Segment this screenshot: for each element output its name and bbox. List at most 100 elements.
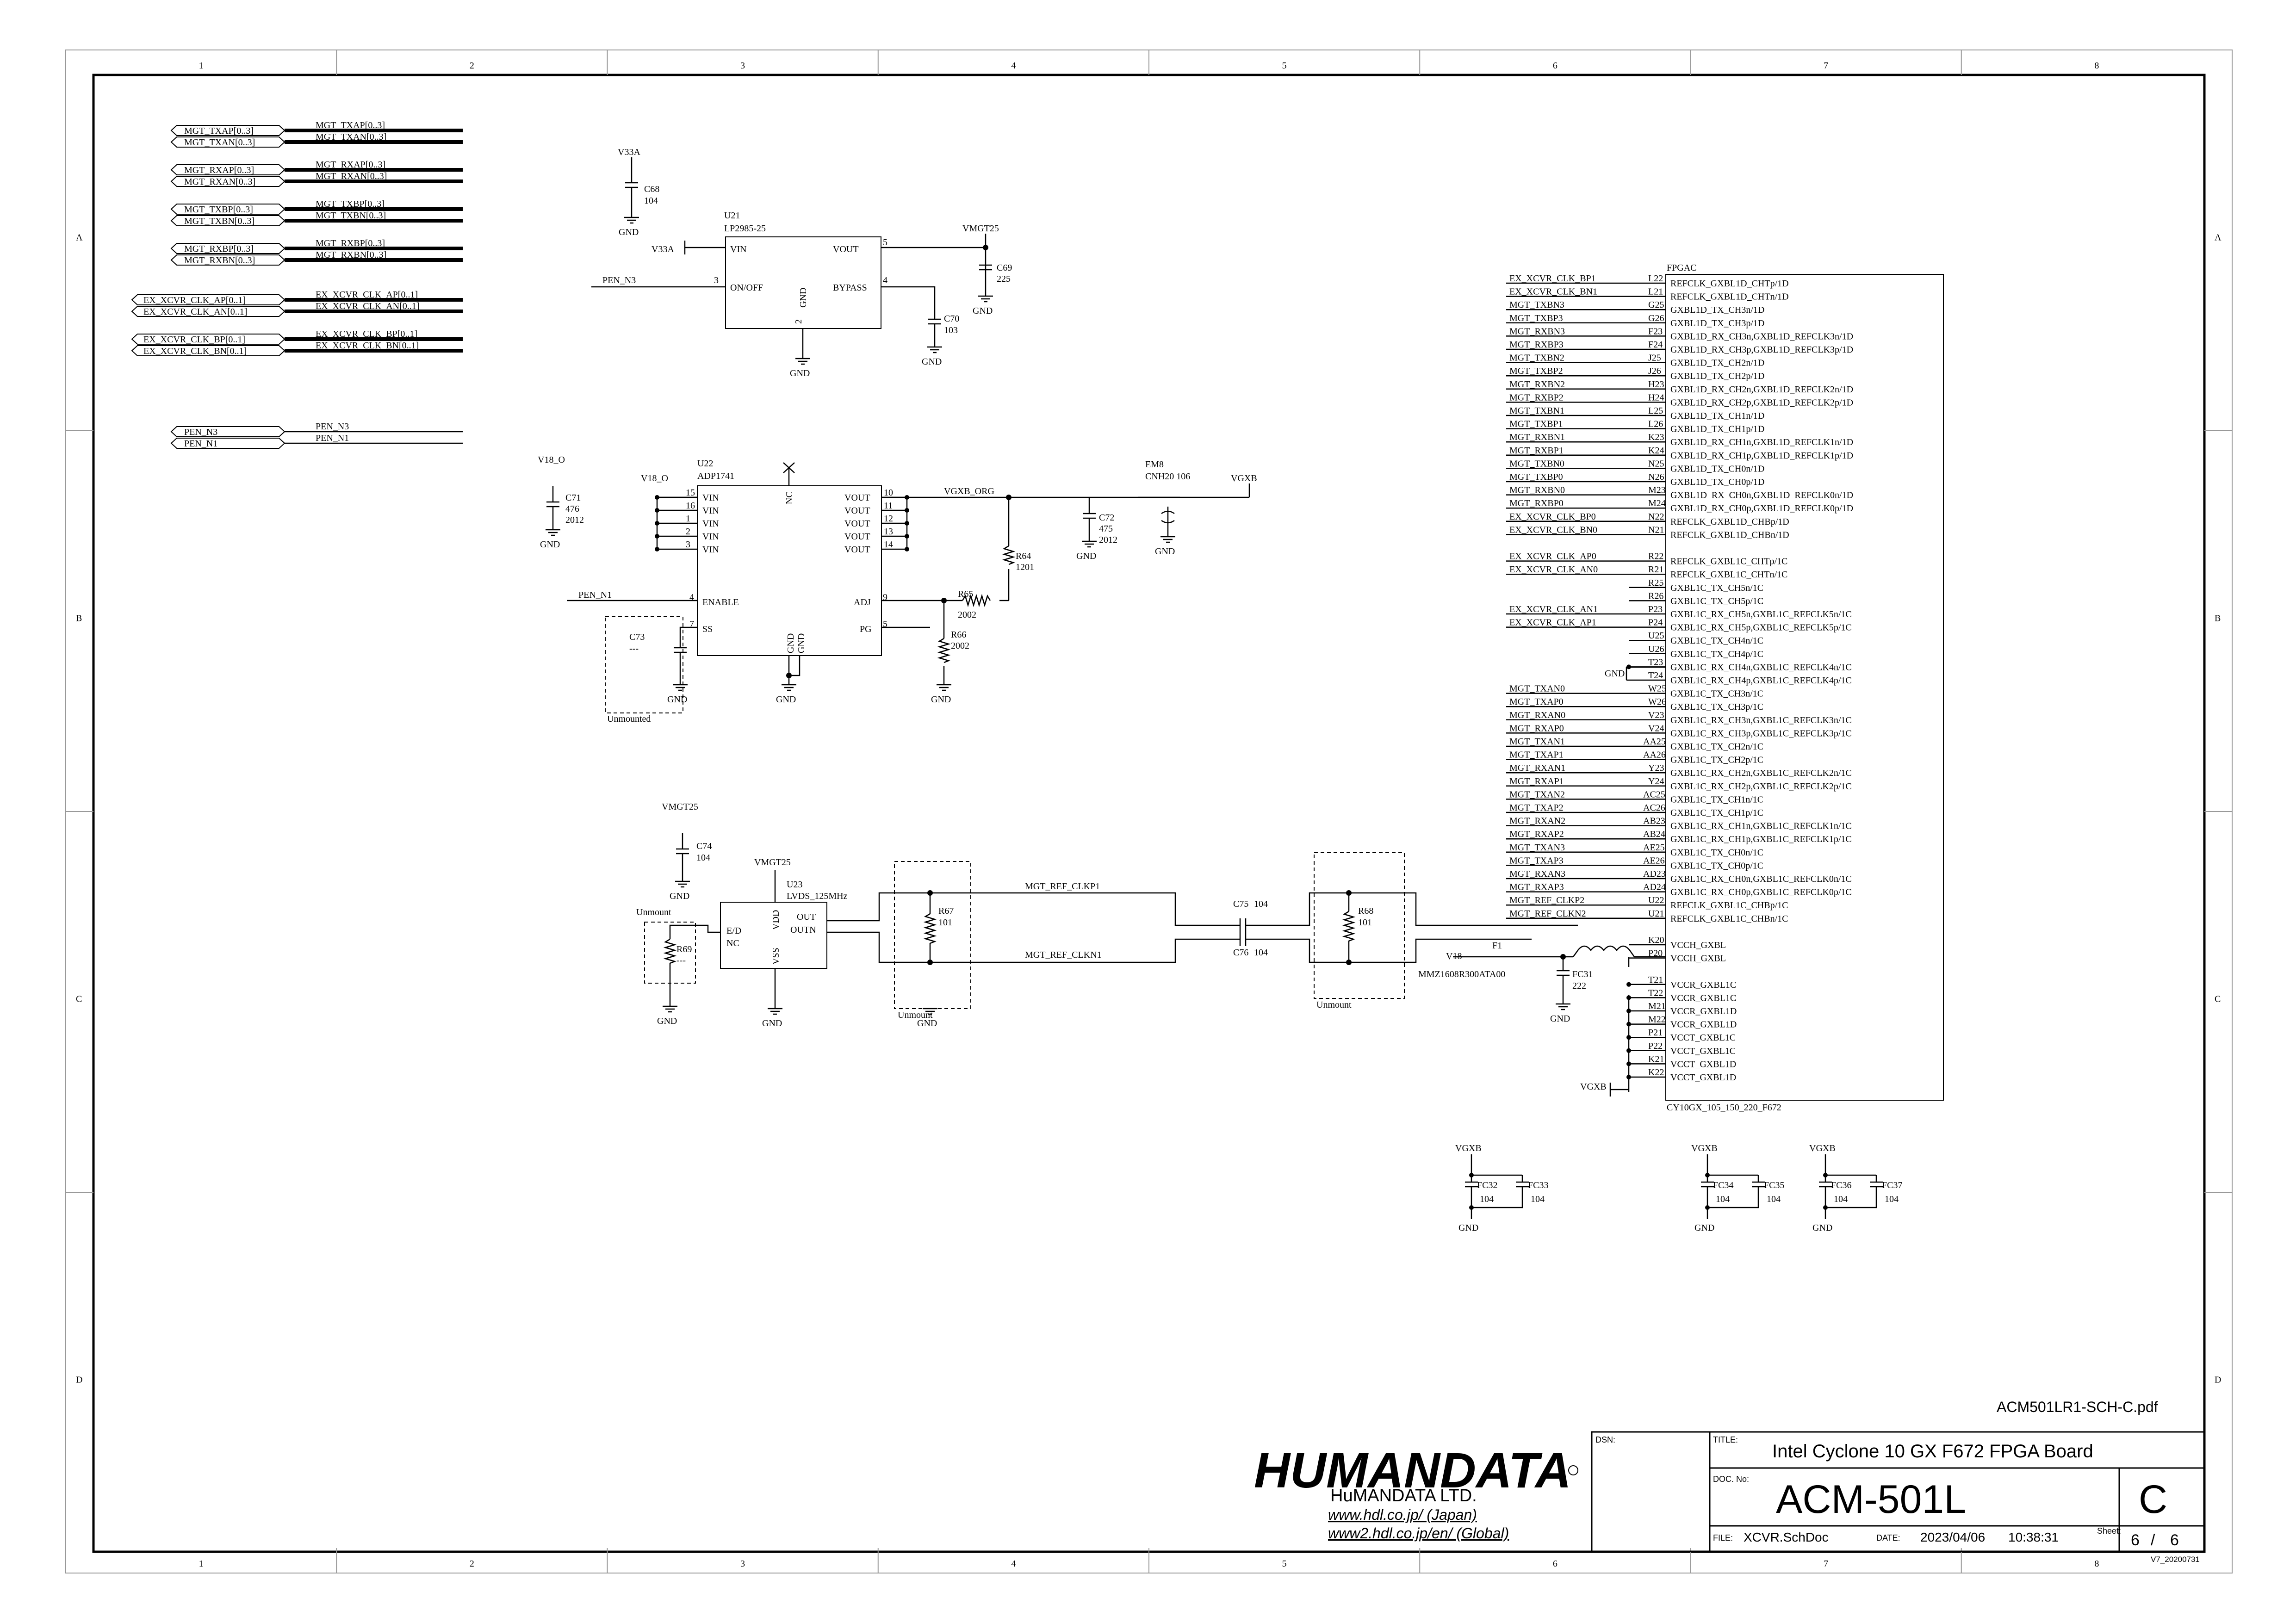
u22-right-pinname: VOUT xyxy=(844,519,870,529)
port-label: MGT_RXBN[0..3] xyxy=(184,255,255,266)
em8-net: VGXB xyxy=(1231,473,1257,483)
grid-col-top-4: 4 xyxy=(1011,61,1016,71)
f1-part: MMZ1608R300ATA00 xyxy=(1418,969,1505,979)
u22-left-pinnum: 16 xyxy=(686,501,695,511)
port-label: PEN_N1 xyxy=(184,439,217,449)
fpga-pin-name: GXBL1D_RX_CH3p,GXBL1D_REFCLK3p/1D xyxy=(1670,345,1853,355)
fpga-net-label: MGT_RXAN1 xyxy=(1509,763,1565,773)
u23-pin-nc: NC xyxy=(726,938,739,948)
decap-val: 104 xyxy=(1767,1194,1781,1204)
company-logo: HUMANDATA xyxy=(1254,1442,1571,1498)
fpga-pin-number: L25 xyxy=(1648,406,1663,416)
u21-ref: U21 xyxy=(724,211,740,221)
fpga-pin-number: T23 xyxy=(1648,657,1663,667)
fpga-pin-number: N22 xyxy=(1648,512,1664,522)
fpga-pin-name: GXBL1C_RX_CH2p,GXBL1C_REFCLK2p/1C xyxy=(1670,781,1852,792)
url-global[interactable]: www2.hdl.co.jp/en/ (Global) xyxy=(1328,1525,1509,1542)
decap-ref: FC35 xyxy=(1764,1180,1784,1190)
c75-ref: C75 xyxy=(1233,899,1248,909)
fpga-net-label: MGT_TXAN2 xyxy=(1509,789,1565,799)
fpga-pin-name: GXBL1D_TX_CH0p/1D xyxy=(1670,477,1764,487)
port-net-label: MGT_RXBN[0..3] xyxy=(316,250,386,260)
fpga-pin-number: V23 xyxy=(1648,710,1664,720)
decap-rail: VGXB xyxy=(1455,1143,1482,1153)
fpga-pin-name: REFCLK_GXBL1D_CHTp/1D xyxy=(1670,279,1789,289)
fpga-pin-number: P23 xyxy=(1648,604,1663,614)
grid-col-top-1: 1 xyxy=(199,61,204,71)
fpga-pin-number: K22 xyxy=(1648,1067,1664,1078)
u22-pinnum-adj: 9 xyxy=(883,592,887,602)
decap-ref: FC34 xyxy=(1713,1180,1733,1190)
fpga-net-label: MGT_RXAP1 xyxy=(1509,776,1564,787)
fpga-pin-name: GXBL1C_TX_CH5p/1C xyxy=(1670,596,1763,606)
fpga-pin-name: GXBL1C_RX_CH3n,GXBL1C_REFCLK3n/1C xyxy=(1670,715,1852,725)
fpga-net-label: MGT_TXAN0 xyxy=(1509,684,1565,694)
fpga-pin-name: GXBL1C_RX_CH0n,GXBL1C_REFCLK0n/1C xyxy=(1670,874,1852,884)
fpga-pin-name: GXBL1D_RX_CH0n,GXBL1D_REFCLK0n/1D xyxy=(1670,490,1853,501)
u22-pin-gnd-b: GND xyxy=(796,633,807,653)
fpga-pin-name: VCCT_GXBL1D xyxy=(1670,1059,1736,1069)
r66-val: 2002 xyxy=(951,641,969,651)
fpga-net-label: MGT_TXAP3 xyxy=(1509,855,1564,866)
port-label: MGT_TXAP[0..3] xyxy=(184,126,254,136)
fpga-net-label: MGT_RXBP0 xyxy=(1509,498,1564,508)
u23-oscillator: U23 LVDS_125MHz E/D NC OUT OUTN VSS VDD … xyxy=(636,802,1578,1020)
fpga-pin-name: GXBL1C_TX_CH5n/1C xyxy=(1670,583,1763,593)
gnd-label: GND xyxy=(657,1016,677,1026)
gnd-label: GND xyxy=(1550,1014,1570,1024)
fpga-pin-name: VCCR_GXBL1D xyxy=(1670,1020,1737,1030)
port-net-label: EX_XCVR_CLK_AP[0..1] xyxy=(316,290,418,300)
fc31-ref: FC31 xyxy=(1572,969,1593,979)
u21-pinnum-4: 4 xyxy=(883,275,887,285)
fpga-pin-name: GXBL1D_TX_CH2p/1D xyxy=(1670,371,1764,381)
fpga-pin-number: AD23 xyxy=(1643,869,1666,879)
fpga-pin-name: GXBL1C_RX_CH0p,GXBL1C_REFCLK0p/1C xyxy=(1670,887,1852,898)
port-net-label: EX_XCVR_CLK_AN[0..1] xyxy=(316,301,419,311)
fpga-net-label: EX_XCVR_CLK_BN1 xyxy=(1509,287,1597,297)
u22-pin-adj: ADJ xyxy=(854,597,871,607)
url-japan[interactable]: www.hdl.co.jp/ (Japan) xyxy=(1328,1506,1477,1523)
u21-pin-onoff: ON/OFF xyxy=(730,283,763,293)
gnd-label: GND xyxy=(1076,551,1096,561)
u23-pin-ed: E/D xyxy=(726,926,741,936)
fpga-pin-name: GXBL1C_RX_CH1p,GXBL1C_REFCLK1p/1C xyxy=(1670,834,1852,844)
fpga-pin-name: VCCR_GXBL1C xyxy=(1670,980,1736,990)
gnd-label: GND xyxy=(667,694,687,705)
r65-ref: R65 xyxy=(958,589,973,599)
c69-val: 225 xyxy=(997,274,1011,284)
fpga-net-label: MGT_RXBN0 xyxy=(1509,485,1565,496)
u23-ref: U23 xyxy=(787,880,802,890)
fpga-pin-number: M24 xyxy=(1648,498,1666,508)
c74-val: 104 xyxy=(696,853,710,863)
r69-ref: R69 xyxy=(676,944,692,954)
fpga-pin-name: REFCLK_GXBL1C_CHTp/1C xyxy=(1670,557,1787,567)
fpga-pin-name: GXBL1C_TX_CH3p/1C xyxy=(1670,702,1763,712)
fpga-pin-number: F23 xyxy=(1648,326,1663,336)
u22-pinnum-enable: 4 xyxy=(689,592,694,602)
fpga-net-label: EX_XCVR_CLK_AP1 xyxy=(1509,618,1596,628)
fpga-pin-number: T24 xyxy=(1648,670,1663,681)
u21-en-net: PEN_N3 xyxy=(602,275,636,285)
fpga-pin-number: AA26 xyxy=(1643,750,1666,760)
gnd-label: GND xyxy=(540,539,560,550)
port-label: MGT_RXAP[0..3] xyxy=(184,165,254,175)
r69-val: --- xyxy=(676,955,686,966)
fpga-pin-name: GXBL1C_TX_CH0n/1C xyxy=(1670,848,1763,858)
fpga-pin-number: AC26 xyxy=(1643,803,1665,813)
c68-rail: V33A xyxy=(618,147,640,157)
fpga-pin-number: K20 xyxy=(1648,935,1664,945)
fpga-pin-number: L26 xyxy=(1648,419,1663,429)
fpga-pin-name: REFCLK_GXBL1C_CHBn/1C xyxy=(1670,914,1788,924)
fpga-net-label: MGT_TXAP1 xyxy=(1509,750,1564,760)
fpga-pin-name: GXBL1C_RX_CH1n,GXBL1C_REFCLK1n/1C xyxy=(1670,821,1852,831)
u23-rail: VMGT25 xyxy=(754,857,791,867)
c68-ref: C68 xyxy=(644,184,659,194)
fpga-pin-number: P21 xyxy=(1648,1028,1663,1038)
revision: C xyxy=(2139,1477,2167,1522)
fpga-pin-number: W26 xyxy=(1648,697,1666,707)
grid-row-left-B: B xyxy=(76,613,82,624)
gnd-label: GND xyxy=(790,368,810,378)
doc-number: ACM-501L xyxy=(1776,1477,1966,1522)
